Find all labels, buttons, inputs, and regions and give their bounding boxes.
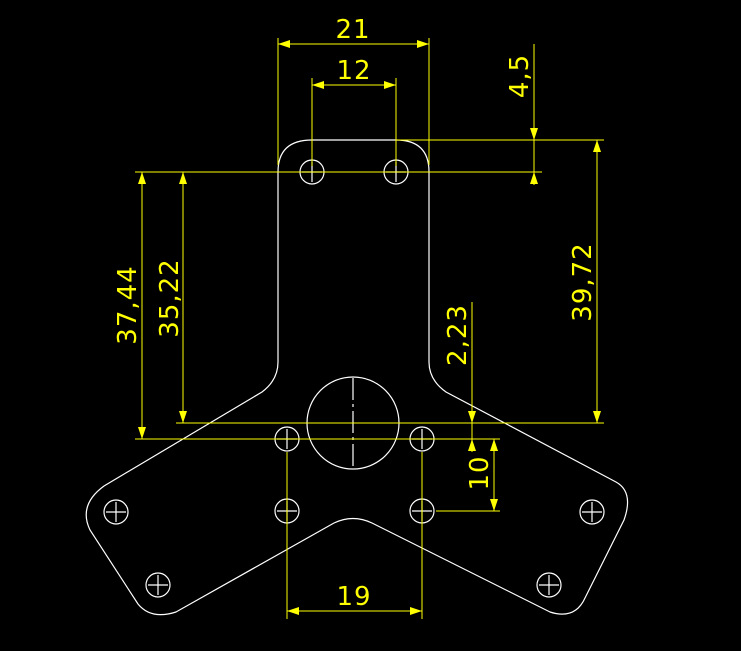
dimension-height-right-label: 39,72 [568,242,598,321]
dimension-top-width: 21 [277,15,430,165]
dimension-hole-spacing: 12 [311,56,397,166]
dimension-hole-offset-label: 4,5 [505,54,535,98]
dimension-hole-offset: 4,5 [135,44,604,185]
dimension-vertical-spacing: 10 [436,439,500,512]
dimension-top-width-label: 21 [335,15,370,45]
dimension-height-left-outer-label: 37,44 [113,265,143,344]
dimension-bottom-spacing: 19 [286,452,423,619]
dimension-height-right: 39,72 [568,140,601,423]
dimension-height-left-inner-label: 35,22 [155,258,185,337]
hole-wing-left-lower [145,572,171,598]
dimension-small-offset-label: 2,23 [443,304,473,366]
bracket-outline [85,139,629,616]
dimension-height-left-inner: 35,22 [155,172,604,424]
hole-wing-right-lower [536,572,562,598]
holes [103,159,605,598]
dimension-bottom-spacing-label: 19 [336,582,371,612]
dimension-hole-spacing-label: 12 [336,56,371,86]
hole-wing-right-upper [579,499,605,525]
dimension-vertical-spacing-label: 10 [465,455,495,490]
hole-wing-left-upper [103,499,129,525]
part-outline [85,139,629,616]
dimension-small-offset: 2,23 [443,302,476,452]
dimension-height-left-outer: 37,44 [113,172,500,440]
